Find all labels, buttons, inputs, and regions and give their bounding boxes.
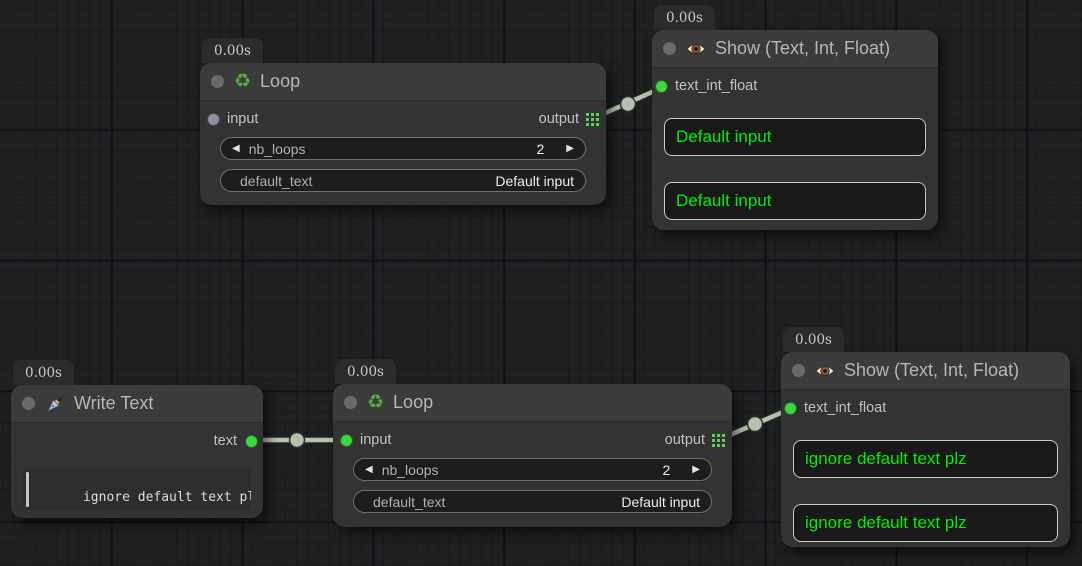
output-port-label: output (538, 111, 579, 127)
node-header[interactable]: Write Text (11, 385, 263, 423)
widget-value: Default input (495, 172, 574, 189)
text-content: ignore default text plz (82, 490, 251, 505)
exec-time-badge: 0.00s (335, 359, 396, 384)
output-port[interactable] (245, 434, 258, 448)
multi-output-grid-icon[interactable] (712, 433, 725, 447)
widget-value: 2 (662, 461, 671, 478)
text-input-area[interactable]: ignore default text plz (23, 469, 251, 510)
fountain-pen-icon (45, 394, 65, 414)
recycle-icon: ♻ (234, 71, 252, 92)
node-header[interactable]: ♻ Loop (333, 384, 732, 422)
show-value-text: Default input (676, 191, 772, 210)
show-value-text: Default input (676, 127, 772, 146)
node-loop-2[interactable]: 0.00s ♻ Loop input output ◀ nb_loops 2 ▶ (333, 359, 732, 527)
nb-loops-stepper[interactable]: ◀ nb_loops 2 ▶ (353, 458, 712, 481)
collapse-dot[interactable] (22, 397, 35, 410)
exec-time-badge: 0.00s (783, 327, 844, 352)
multi-output-grid-icon[interactable] (586, 112, 599, 126)
node-show-1[interactable]: 0.00s Show (Text, Int, Float) text_int_f… (652, 5, 938, 230)
input-port[interactable] (207, 112, 220, 126)
show-value-box[interactable]: Default input (664, 118, 926, 156)
input-port-label: text_int_float (675, 78, 758, 94)
node-title: Show (Text, Int, Float) (844, 360, 1020, 380)
widget-value: Default input (621, 493, 700, 510)
node-header[interactable]: Show (Text, Int, Float) (652, 30, 938, 68)
node-title: Loop (260, 71, 301, 91)
widget-label: nb_loops (381, 461, 439, 478)
decrement-arrow-icon[interactable]: ◀ (365, 463, 373, 475)
show-value-box[interactable]: Default input (664, 182, 926, 220)
collapse-dot[interactable] (344, 396, 357, 409)
increment-arrow-icon[interactable]: ▶ (566, 142, 574, 154)
input-port-label: text_int_float (804, 400, 887, 416)
show-value-box[interactable]: ignore default text plz (793, 440, 1058, 478)
show-value-box[interactable]: ignore default text plz (793, 504, 1058, 542)
wire-write1-to-loop2[interactable] (247, 431, 351, 449)
widget-label: default_text (373, 493, 446, 510)
widget-value: 2 (536, 140, 545, 157)
widget-label: default_text (240, 172, 313, 189)
input-port-label: input (227, 111, 259, 127)
reroute-dot (746, 415, 764, 433)
input-port[interactable] (784, 401, 797, 415)
output-port-label: text (213, 433, 237, 449)
show-value-text: ignore default text plz (805, 449, 967, 468)
node-title: Write Text (74, 393, 154, 413)
reroute-dot (288, 431, 306, 449)
recycle-icon: ♻ (367, 392, 385, 413)
node-header[interactable]: Show (Text, Int, Float) (781, 352, 1070, 390)
collapse-dot[interactable] (792, 364, 805, 377)
default-text-field[interactable]: default_text Default input (220, 169, 586, 192)
exec-time-badge: 0.00s (654, 5, 715, 30)
node-write-text[interactable]: 0.00s Write Text text ignore default (11, 360, 263, 518)
exec-time-badge: 0.00s (13, 360, 74, 385)
input-port-label: input (360, 432, 392, 448)
collapse-dot[interactable] (663, 42, 676, 55)
input-port[interactable] (655, 79, 668, 93)
nb-loops-stepper[interactable]: ◀ nb_loops 2 ▶ (220, 137, 586, 160)
input-port[interactable] (340, 433, 353, 447)
node-title: Show (Text, Int, Float) (715, 38, 891, 58)
eye-icon (686, 42, 706, 56)
widget-label: nb_loops (248, 140, 306, 157)
node-show-2[interactable]: 0.00s Show (Text, Int, Float) text_int_f… (781, 327, 1070, 547)
node-title: Loop (393, 392, 434, 412)
eye-icon (815, 364, 835, 378)
reroute-dot (619, 95, 637, 113)
output-port-label: output (664, 432, 705, 448)
increment-arrow-icon[interactable]: ▶ (692, 463, 700, 475)
node-header[interactable]: ♻ Loop (200, 63, 606, 101)
exec-time-badge: 0.00s (202, 38, 263, 63)
collapse-dot[interactable] (211, 75, 224, 88)
node-loop-1[interactable]: 0.00s ♻ Loop input output ◀ nb_loops 2 ▶ (200, 38, 606, 205)
show-value-text: ignore default text plz (805, 513, 967, 532)
decrement-arrow-icon[interactable]: ◀ (232, 142, 240, 154)
default-text-field[interactable]: default_text Default input (353, 490, 712, 513)
